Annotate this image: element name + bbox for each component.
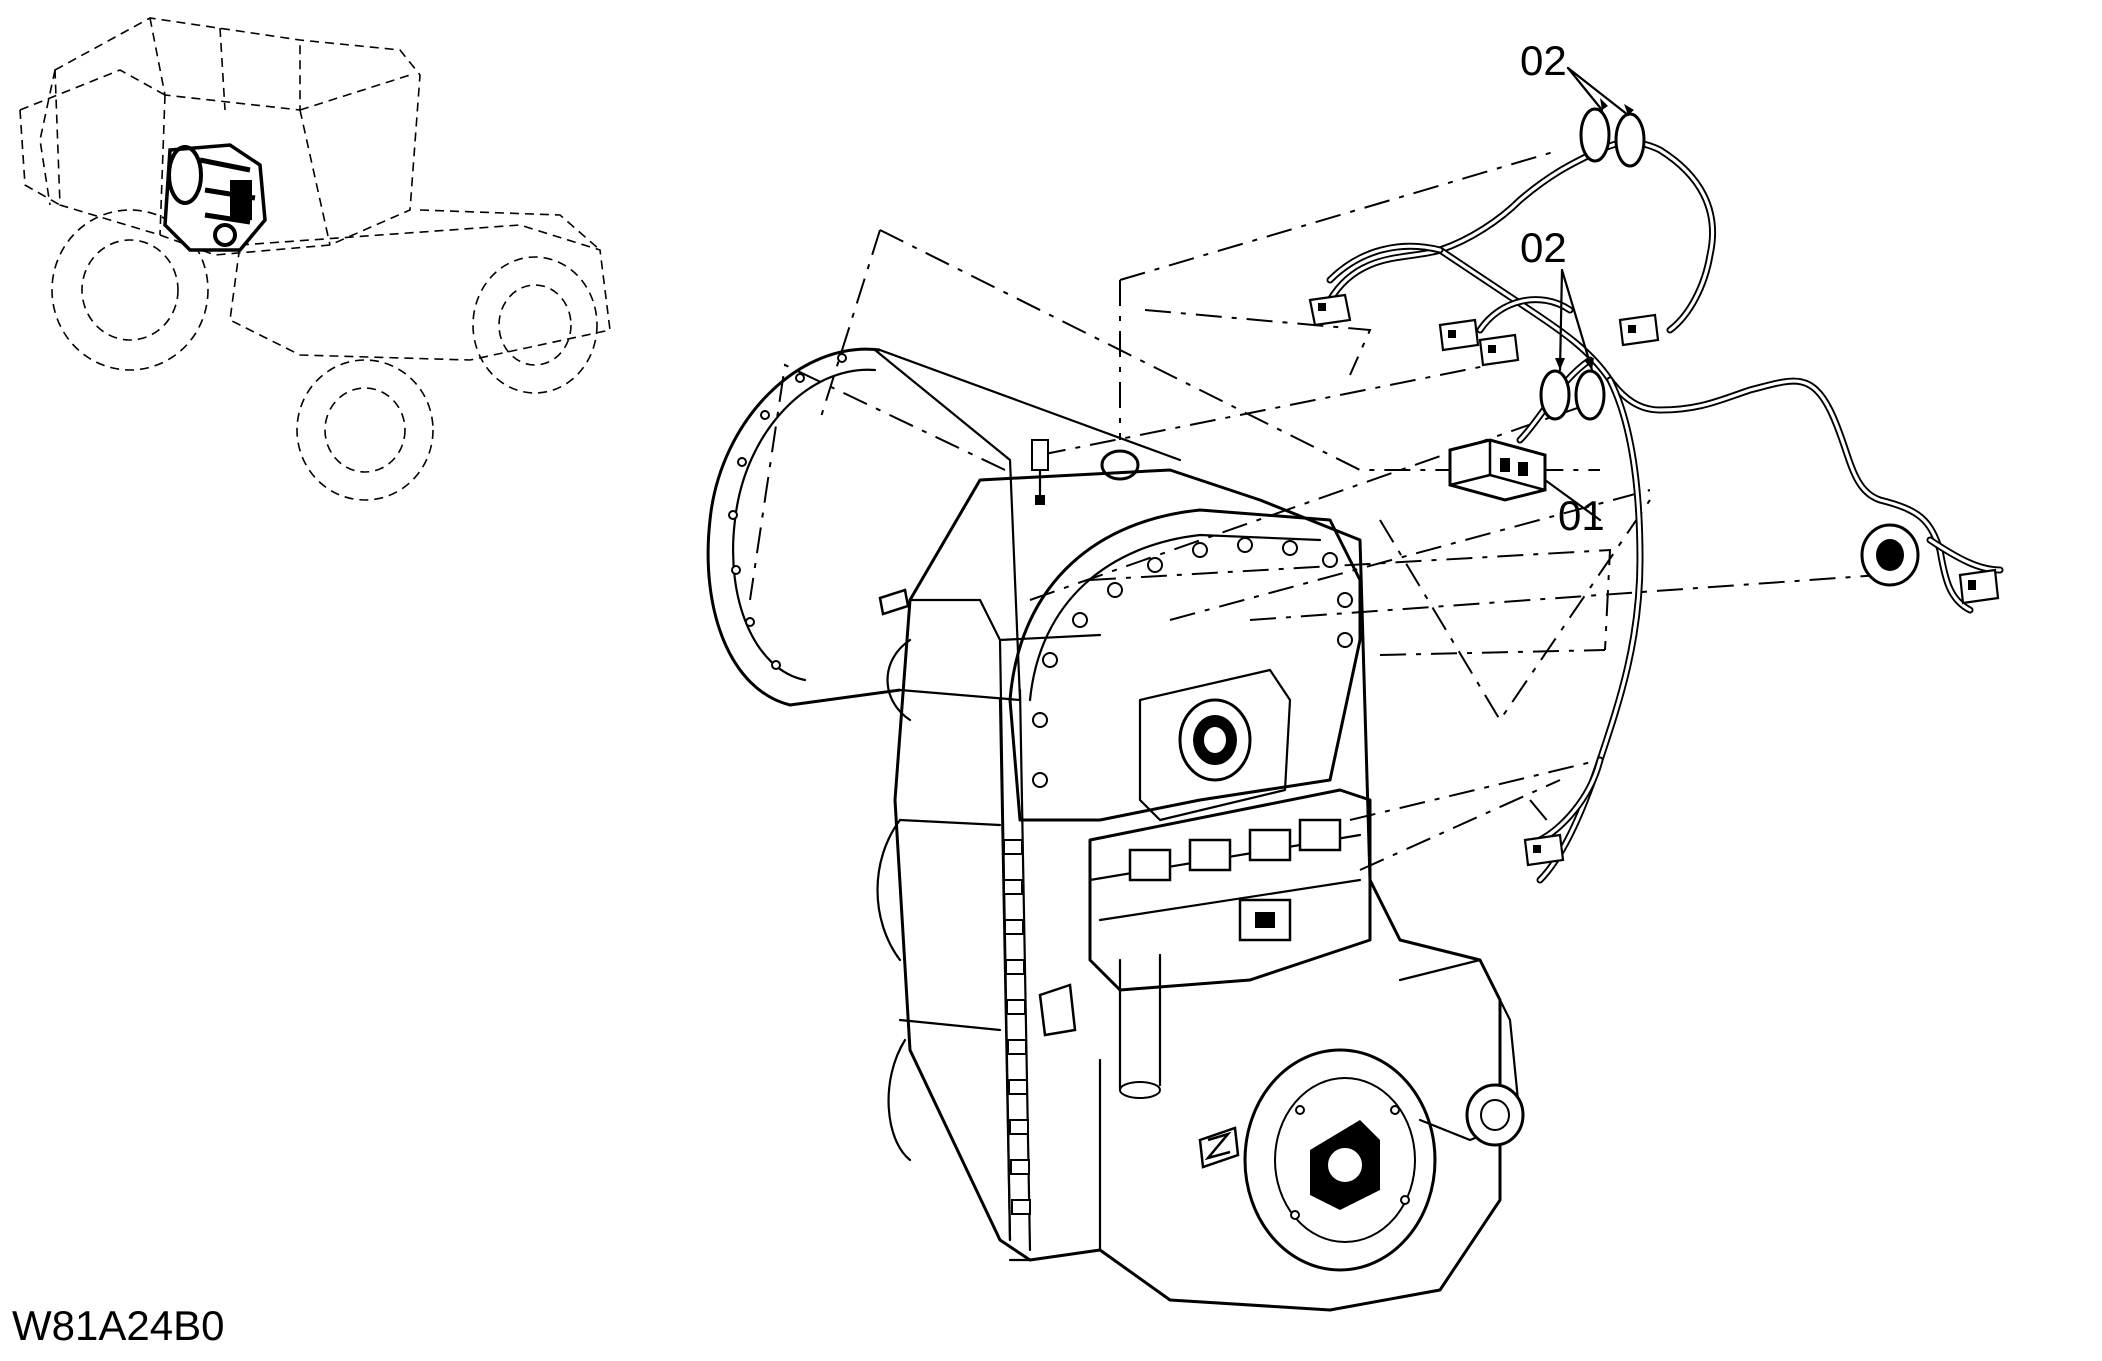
drawing-id-label: W81A24B0 [12,1302,224,1349]
callout-01: 01 [1558,492,1605,539]
connector-part-01 [1448,438,1547,502]
callout-02-lower: 02 [1520,224,1567,271]
callout-leaders [1543,66,1634,522]
round-sensor-connector [1860,523,1920,587]
highlighted-transmission-icon [163,143,267,252]
transmission-assembly [706,347,1525,1312]
callout-02-upper: 02 [1520,37,1567,84]
machine-locator-view [19,17,611,501]
wiring-harness [1308,107,2004,884]
assignment-leader-lines [749,149,1881,871]
